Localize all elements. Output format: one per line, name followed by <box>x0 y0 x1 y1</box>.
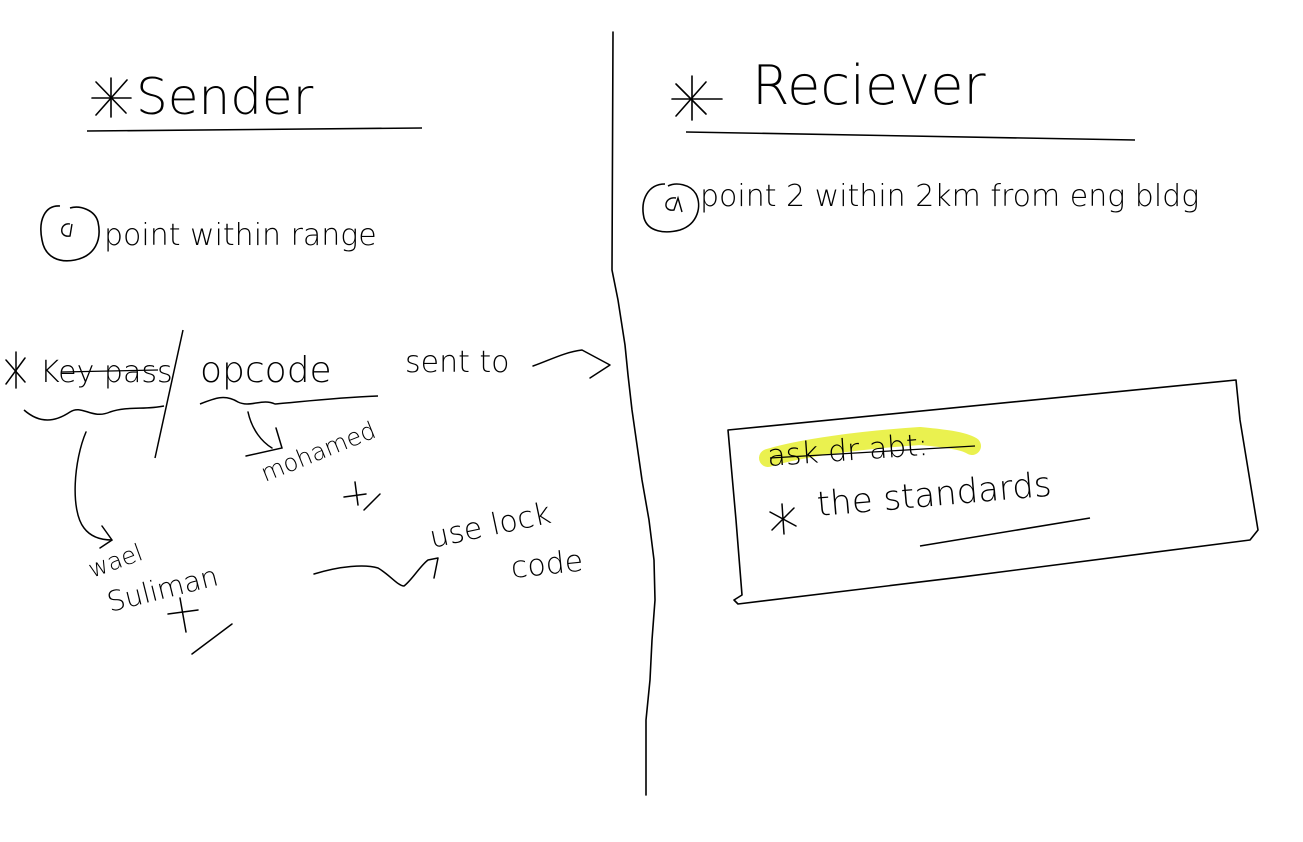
opcode-label: opcode <box>200 350 332 391</box>
asterisk-icon <box>91 77 132 118</box>
receiver-point-text: point 2 within 2km from eng bldg <box>700 179 1199 214</box>
at-sign-icon <box>40 205 100 262</box>
key-pass-strike <box>61 369 159 373</box>
arrow-icon <box>313 557 439 587</box>
sender-heading: Sender <box>136 68 314 126</box>
note-line-1: ask dr abt: <box>766 428 929 474</box>
sender-point-text: point within range <box>104 218 377 253</box>
check-icon <box>167 597 233 655</box>
asterisk-icon <box>671 75 723 121</box>
receiver-heading: Reciever <box>752 54 986 117</box>
arrow-icon <box>74 431 114 549</box>
note-box <box>727 379 1259 605</box>
mohamed-label: mohamed <box>257 416 380 487</box>
check-icon <box>343 481 381 511</box>
at-sign-icon <box>642 183 700 233</box>
opcode-squiggle <box>199 395 379 405</box>
note-line-2: the standards <box>815 465 1053 525</box>
sent-to-label: sent to <box>405 345 510 380</box>
receiver-section: Reciever point 2 within 2km from eng bld… <box>642 54 1259 605</box>
sender-section: Sender point within range Key pass opcod… <box>5 68 611 655</box>
code-label: code <box>509 544 585 586</box>
use-lock-label: use lock <box>426 496 554 556</box>
key-pass-squiggle <box>23 405 165 421</box>
key-pass-label: Key pass <box>40 355 173 390</box>
center-divider <box>611 31 656 796</box>
arrow-icon <box>245 411 283 457</box>
receiver-heading-underline <box>685 131 1136 141</box>
slash-separator <box>154 329 184 459</box>
sender-heading-underline <box>86 127 423 132</box>
asterisk-icon <box>769 503 797 535</box>
highlight-mark <box>759 426 981 467</box>
arrow-icon <box>532 349 611 379</box>
note-strike <box>769 445 976 459</box>
asterisk-icon <box>5 351 26 389</box>
wael-label: wael <box>84 538 146 583</box>
standards-underline <box>919 517 1091 547</box>
